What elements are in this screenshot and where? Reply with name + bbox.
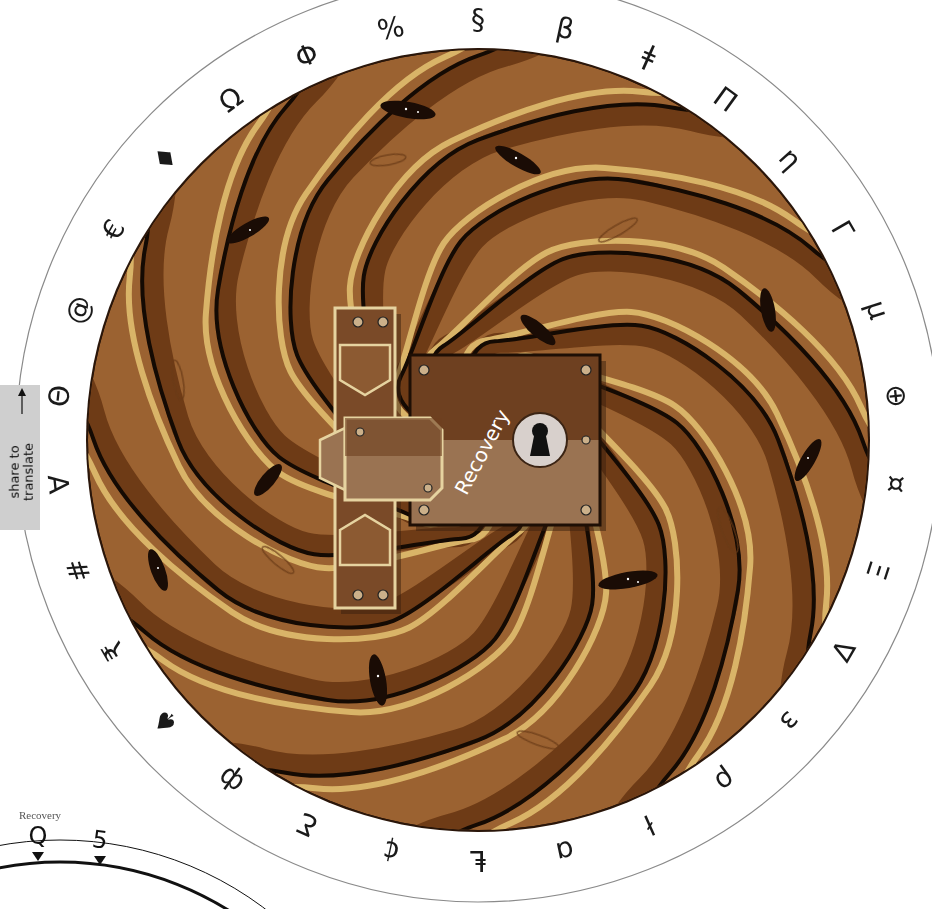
lock-plate: Recovery <box>410 355 600 525</box>
dial-symbol: ǂ <box>637 41 660 72</box>
dial-symbol: ∀ <box>45 473 75 495</box>
dial-symbol: § <box>471 6 485 34</box>
dial-symbol: ∇ <box>825 635 859 665</box>
dial-symbol: Γ <box>826 216 858 244</box>
dial-symbol: ł <box>639 809 658 838</box>
dial-symbol: Q <box>29 824 48 848</box>
dial-symbol: ¢ <box>379 835 402 866</box>
dial-symbol: Ⱡ <box>470 846 486 874</box>
dial-symbol: Π <box>708 83 741 118</box>
plate-label: Recovery <box>450 405 515 498</box>
dial-symbol: ₹ <box>98 635 131 664</box>
dial-symbol: ¤ <box>881 474 911 495</box>
dial-symbol: μ <box>861 297 893 323</box>
dial-symbol: ф <box>213 761 249 798</box>
dial-symbol: € <box>98 215 131 244</box>
dial-symbol: @ <box>61 293 96 328</box>
dial-symbol: ♠ <box>147 702 185 739</box>
dial-symbol: Ξ <box>861 557 893 582</box>
share-tab-label: share to translate <box>8 422 37 522</box>
dial-symbol: Θ <box>45 384 75 409</box>
dial-symbol: # <box>62 554 96 585</box>
dial-symbol: ɑ <box>554 835 577 866</box>
dial-symbol: ρ <box>709 763 740 796</box>
dial-symbol: ⊕ <box>881 383 911 409</box>
dial-symbol: 5 <box>91 827 109 853</box>
dial-symbol: ɜ <box>775 706 806 736</box>
dial-symbol: % <box>375 13 407 46</box>
dial-symbol: β <box>554 14 577 45</box>
dial-symbol: Ω <box>214 83 248 118</box>
dial-symbol: η <box>774 143 807 175</box>
dial-symbol: Ƹ <box>293 807 321 840</box>
dial-title: Recovery <box>19 810 61 821</box>
dial-symbol: Φ <box>291 39 323 74</box>
dial-symbol: ♦ <box>147 140 185 177</box>
